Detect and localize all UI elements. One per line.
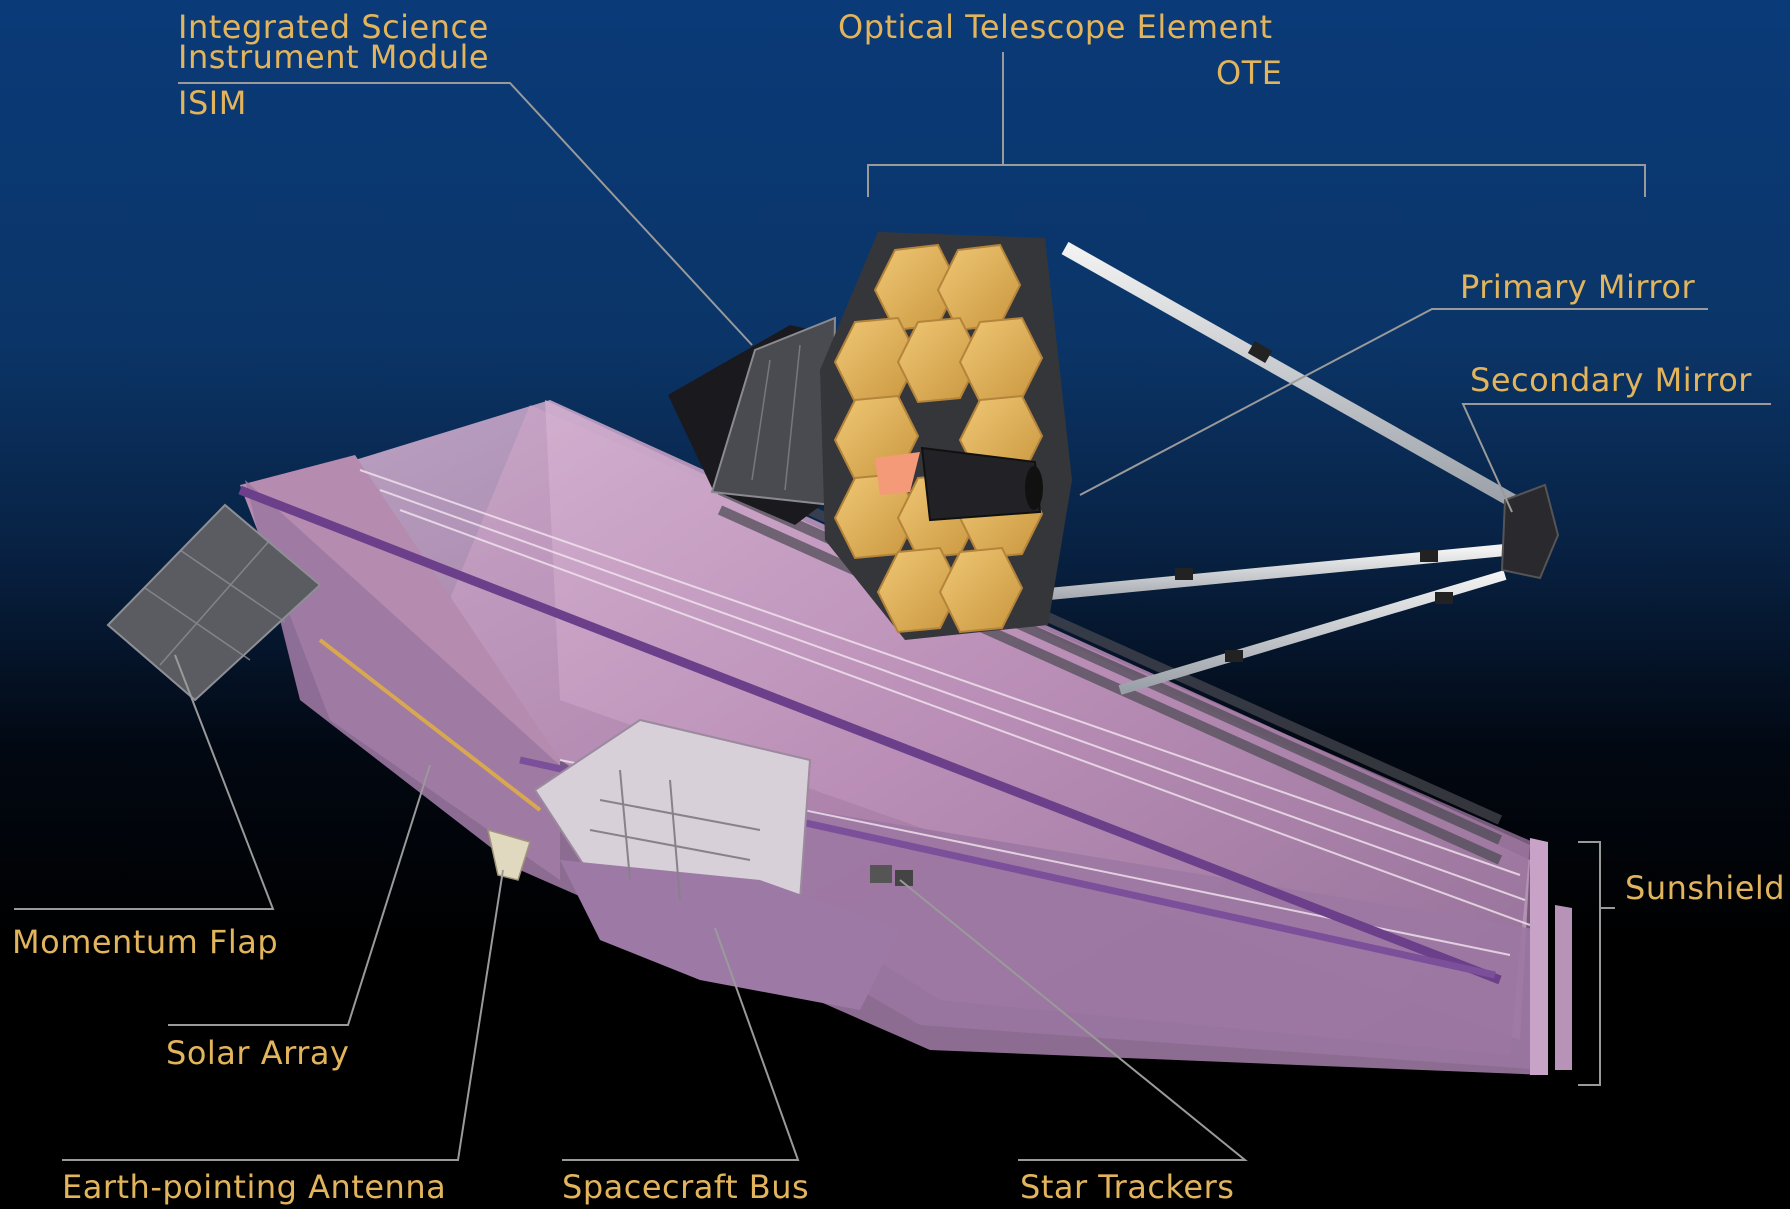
- star-trackers-label: Star Trackers: [1020, 1170, 1234, 1204]
- isim-abbr: ISIM: [178, 86, 489, 120]
- isim-label: Integrated Science Instrument Module ISI…: [178, 10, 489, 120]
- solar-array-label: Solar Array: [166, 1036, 349, 1070]
- ote-abbr: OTE: [1216, 56, 1282, 90]
- sunshield-label: Sunshield: [1625, 871, 1785, 905]
- secondary-mirror-label: Secondary Mirror: [1470, 363, 1752, 397]
- earth-antenna-label: Earth-pointing Antenna: [62, 1170, 446, 1204]
- secondary-mirror: [1502, 485, 1558, 578]
- isim-label-line2: Instrument Module: [178, 40, 489, 74]
- spacecraft-bus-label: Spacecraft Bus: [562, 1170, 809, 1204]
- momentum-flap-label: Momentum Flap: [12, 925, 278, 959]
- ote-label: Optical Telescope Element: [838, 10, 1273, 44]
- primary-mirror-label: Primary Mirror: [1460, 270, 1695, 304]
